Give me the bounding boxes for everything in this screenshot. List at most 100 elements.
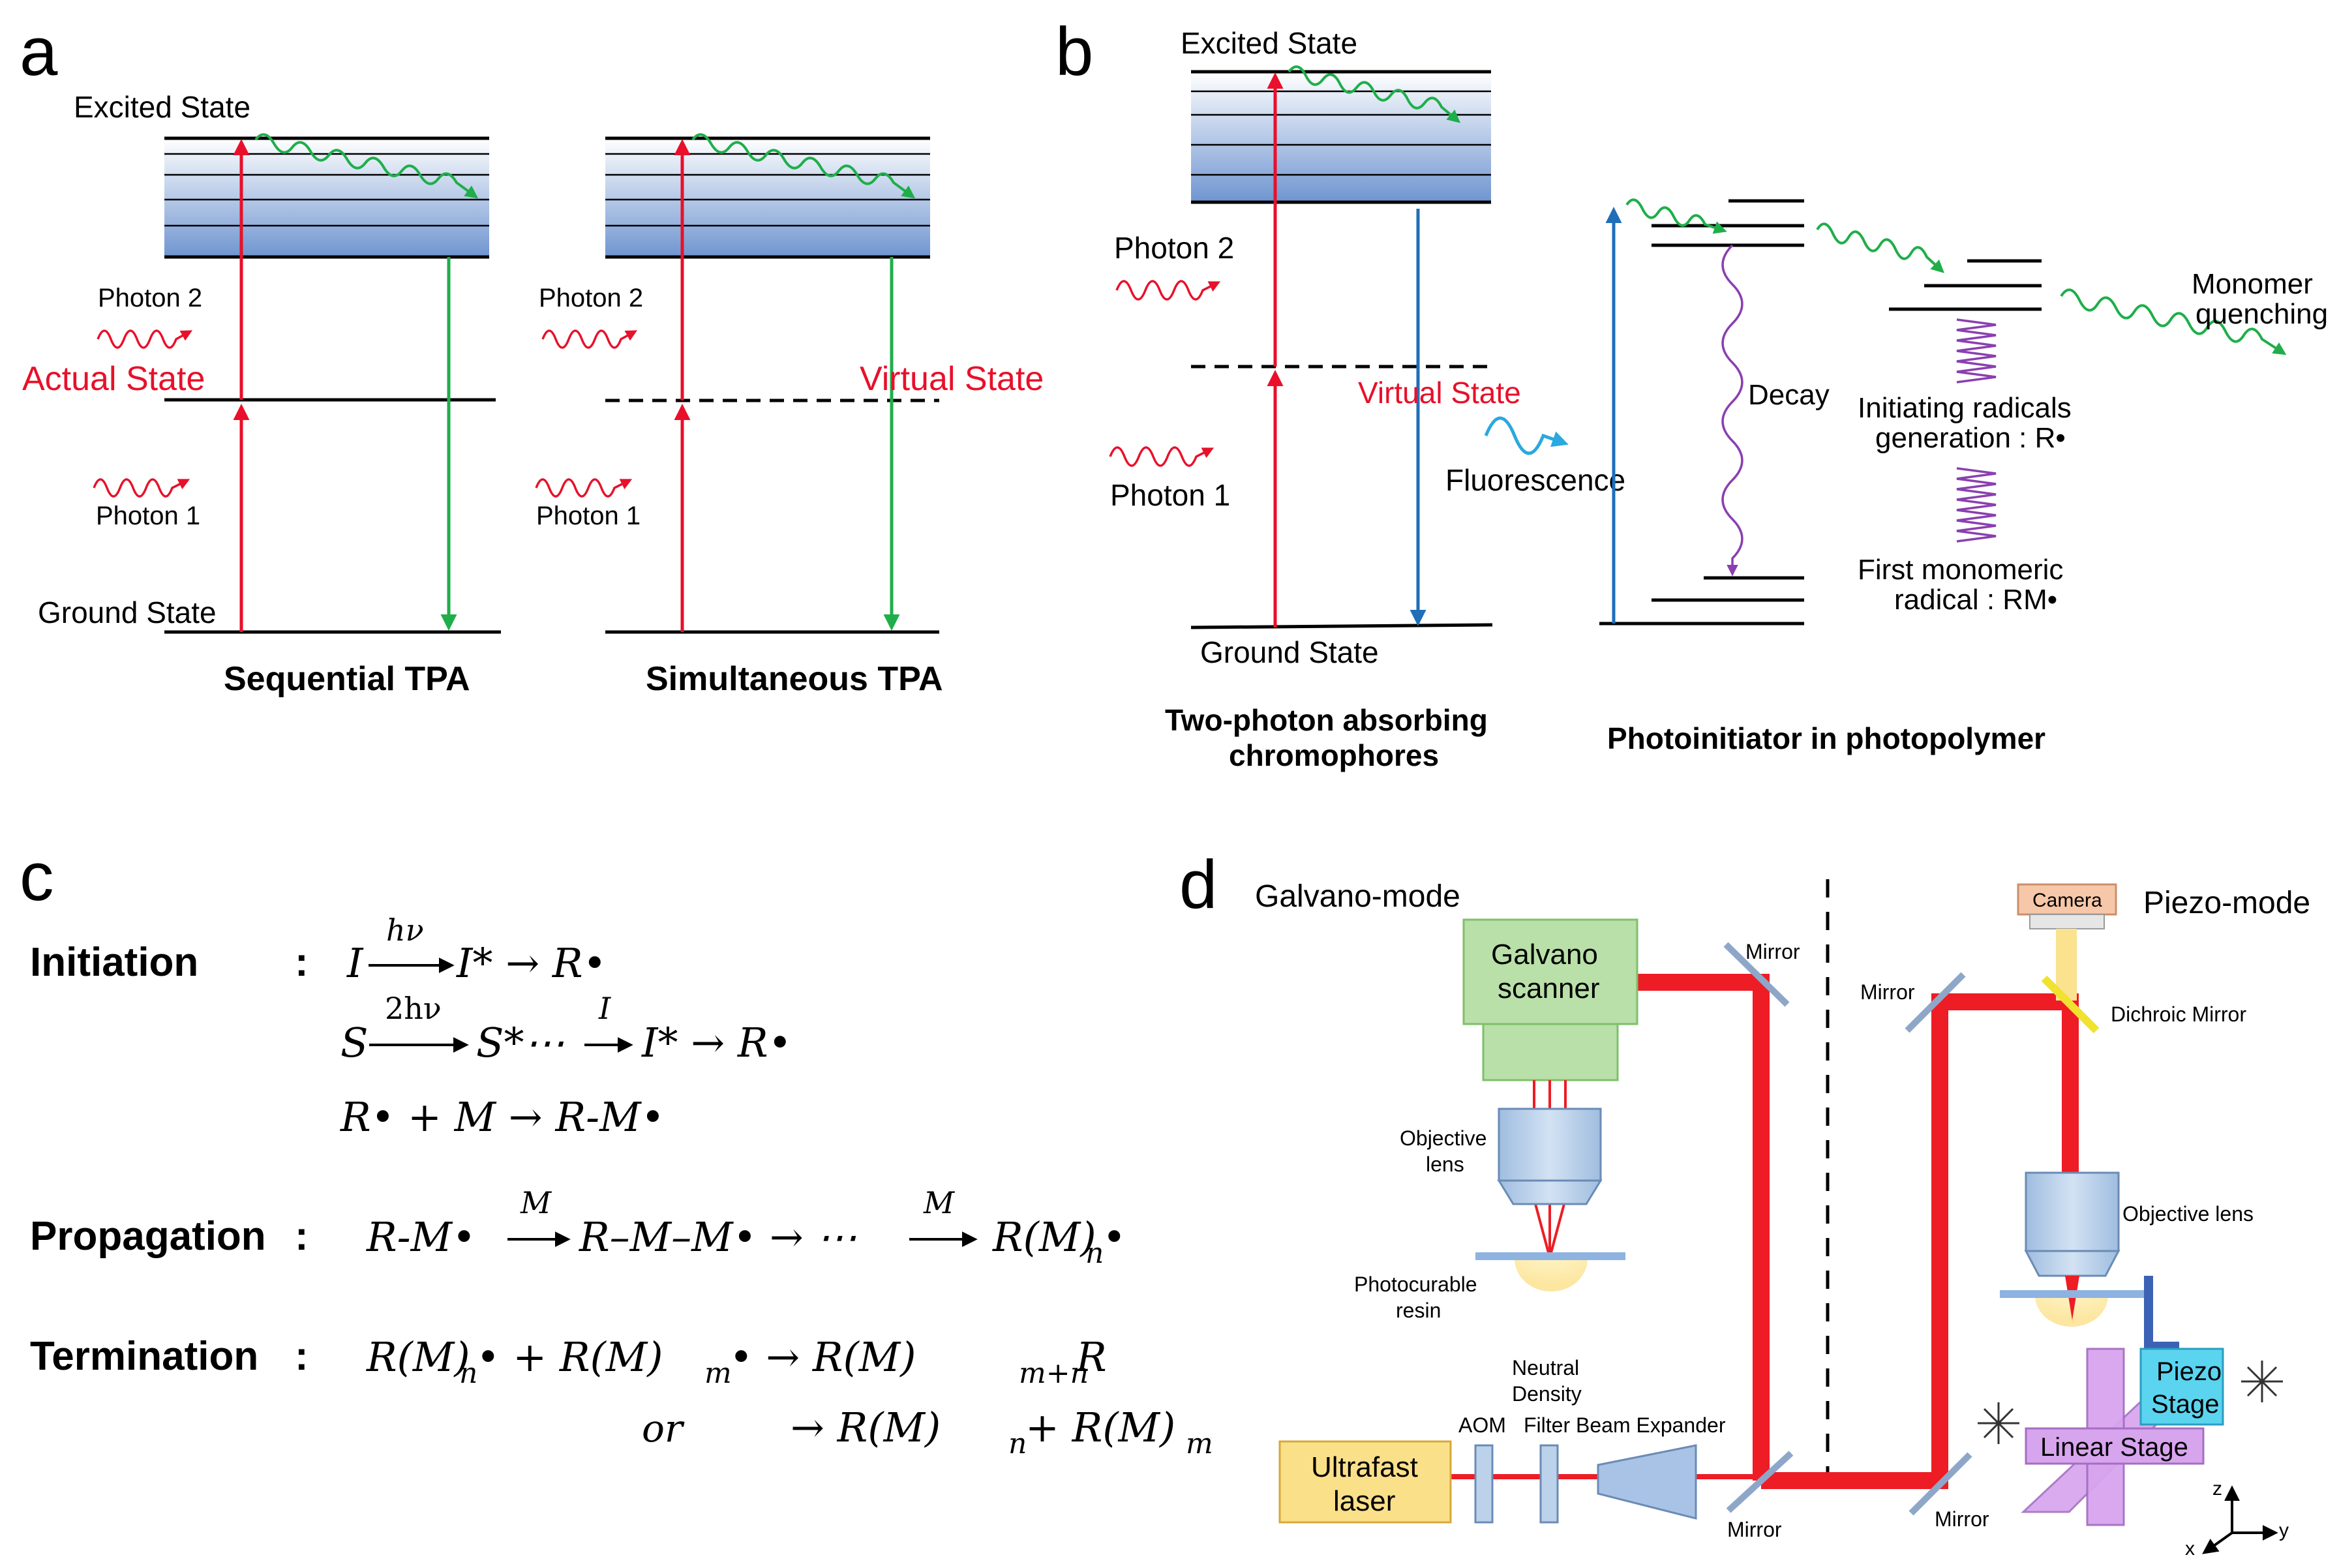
eq1-hv: hν [386,912,424,948]
linear-stage-label: Linear Stage [2040,1433,2188,1462]
axis-z-label: z [2212,1478,2222,1500]
eq3: R• + M → R-M• [340,1093,665,1141]
laser-label-1: Ultrafast [1311,1451,1418,1483]
piezo-motion-icon [2241,1361,2283,1402]
term-R: R [1076,1333,1107,1381]
excited-band [1191,72,1491,202]
propagation-colon: : [295,1214,309,1259]
transfer-wave [1816,222,1944,273]
term-mn: m+n [1019,1357,1089,1390]
prop-M-over-2: M [923,1185,956,1220]
relaxation-wave [254,133,479,199]
objective-lens-label: Objective lens [2122,1202,2254,1226]
quenching-wave [2060,288,2287,355]
radical-coil-1 [1956,318,1997,384]
galvano-objective-lens [1497,1108,1603,1205]
photoinitiator-title: Photoinitiator in photopolymer [1607,721,2045,755]
relaxation-wave [691,133,916,199]
galvano-mode-label: Galvano-mode [1255,879,1460,914]
objective-label-1: Objective [1400,1126,1486,1150]
panel-letter-c: c [20,839,54,915]
excited-state-label: Excited State [1181,26,1357,60]
chromophore-title-2: chromophores [1229,738,1439,772]
dichroic-label: Dichroic Mirror [2111,1003,2246,1026]
radical-coil-2 [1956,467,1997,543]
eq2-mid: S*⋯ [476,1019,564,1066]
term-e: + R(M) [1025,1404,1175,1451]
piezo-mode-label: Piezo-mode [2143,886,2310,920]
photon1-label: Photon 1 [1110,478,1230,512]
piezo-stage-label-2: Stage [2151,1390,2220,1419]
isc-wave [1625,198,1727,234]
decay-label: Decay [1748,379,1830,411]
eq1-rest: I* → R• [456,939,607,987]
excited-state-label: Excited State [74,90,250,124]
sequential-diagram: Excited State Photon 2 Actual State Phot… [22,90,501,698]
ground-state-level [1190,623,1493,629]
initiating-radicals-label-1: Initiating radicals [1858,392,2072,424]
excited-band [605,138,930,257]
panel-b: b Excited State Photon 2 Virtual State P… [1055,14,2328,772]
term-e-m: m [1186,1427,1213,1460]
mirror-top-piezo [1905,972,1966,1033]
photon2-wave [1115,280,1221,301]
photon2-wave [541,329,638,349]
beam-expander [1597,1444,1697,1520]
termination-colon: : [295,1334,309,1379]
mirror-label-3: Mirror [1935,1507,1989,1531]
term-a: R(M) [366,1333,470,1381]
fluorescence-wave [1484,416,1569,455]
chromophore-title-1: Two-photon absorbing [1165,703,1488,737]
eq2-I-over: I [598,991,611,1026]
galvano-focus-rays [1533,1080,1567,1258]
photon2-label: Photon 2 [1114,231,1234,265]
prop-a: R-M• [366,1213,476,1261]
virtual-state-label: Virtual State [1358,376,1521,410]
prop-n: n [1085,1237,1104,1270]
galvano-resin [1515,1259,1588,1291]
galvano-scanner-mount [1482,1023,1619,1081]
panel-letter-d: d [1179,847,1217,923]
first-monomeric-label-1: First monomeric [1858,554,2063,586]
mirror-bottom-galvano [1726,1451,1794,1513]
term-b: • + R(M) [476,1333,663,1381]
photon2-label: Photon 2 [98,284,202,312]
linear-motion-icon [1978,1402,2019,1444]
resin-label-1: Photocurable [1354,1273,1477,1296]
panel-d: d Galvano-mode Piezo-mode Galvano scanne… [1179,847,2310,1560]
term-c: • → R(M) [729,1333,916,1381]
term-m: m [704,1357,732,1390]
piezo-substrate [2000,1290,2152,1298]
nd-label-1: Neutral [1512,1356,1579,1380]
photon1-wave [93,478,190,498]
actual-state-label: Actual State [22,360,205,398]
objective-label-2: lens [1426,1153,1464,1176]
mirror-label-2: Mirror [1727,1518,1782,1541]
initiation-colon: : [295,940,309,985]
axis-x-label: x [2185,1538,2195,1560]
eq2-S: S [340,1019,368,1066]
panel-letter-b: b [1055,14,1093,90]
decay-wave [1721,244,1743,577]
term-d-n: n [1008,1427,1027,1460]
term-d: → R(M) [791,1404,941,1451]
eq2-rest: I* → R• [641,1019,792,1066]
galvano-substrate [1475,1252,1625,1260]
photon1-label: Photon 1 [536,502,641,530]
panel-c: c Initiation : I hν I* → R• S 2hν S*⋯ I … [20,839,1213,1460]
photon1-wave [1109,446,1215,467]
initiation-label: Initiation [30,940,198,985]
galvano-scanner [1462,918,1638,1025]
camera-label: Camera [2032,890,2102,911]
photon2-label: Photon 2 [539,284,643,312]
nd-filter [1539,1444,1559,1524]
axis-y-label: y [2279,1520,2289,1541]
camera-mount [2029,914,2105,929]
filter-be-label: Filter Beam Expander [1524,1413,1726,1437]
eq1-I: I [346,939,364,987]
fluorescence-label: Fluorescence [1445,463,1625,497]
simultaneous-diagram: Photon 2 Virtual State Photon 1 Simultan… [535,133,1044,698]
laser-label-2: laser [1333,1485,1395,1517]
dichroic-mirror [2041,975,2100,1034]
